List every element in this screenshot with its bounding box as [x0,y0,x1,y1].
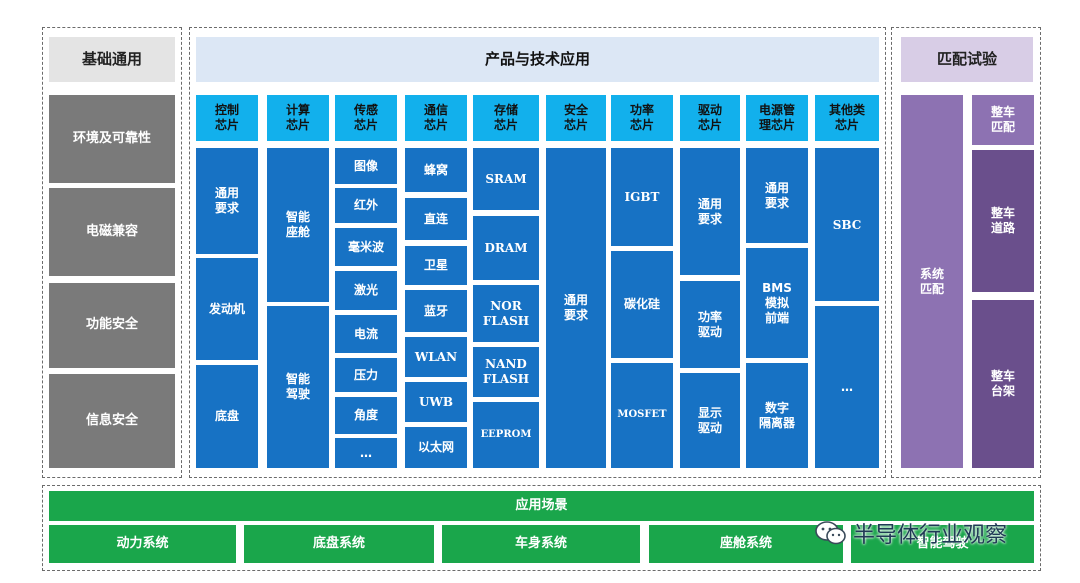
category-cell: DRAM [473,216,539,280]
system-matching: 系统 匹配 [901,95,963,468]
category-cell: 通用 要求 [196,148,258,254]
category-header: 驱动 芯片 [680,95,740,141]
category-cell: UWB [405,382,467,422]
category-cell: 智能 驾驶 [267,306,329,468]
basic-item-reliability: 环境及可靠性 [49,95,175,183]
scenario-adas: 智能驾驶 [851,525,1034,563]
matching-panel [891,27,1041,478]
category-cell: 蓝牙 [405,290,467,332]
category-cell: BMS 模拟 前端 [746,248,808,358]
category-cell: 毫米波 [335,228,397,266]
category-cell: 卫星 [405,246,467,285]
category-cell: SRAM [473,148,539,210]
category-header: 电源管 理芯片 [746,95,808,141]
category-header: 控制 芯片 [196,95,258,141]
category-cell: 碳化硅 [611,251,673,358]
category-cell: 电流 [335,315,397,353]
category-cell: 通用 要求 [680,148,740,275]
category-header: 安全 芯片 [546,95,606,141]
wechat-icon [815,521,846,545]
category-cell: 数字 隔离器 [746,363,808,468]
category-cell: 红外 [335,188,397,223]
vehicle-road: 整车 道路 [972,150,1034,292]
category-cell: IGBT [611,148,673,246]
category-cell: 显示 驱动 [680,373,740,468]
category-header: 通信 芯片 [405,95,467,141]
category-header: 功率 芯片 [611,95,673,141]
basic-item-emc: 电磁兼容 [49,188,175,276]
category-cell: EEPROM [473,402,539,468]
category-cell: 发动机 [196,258,258,360]
category-cell: 蜂窝 [405,148,467,192]
category-cell: 压力 [335,358,397,392]
category-cell: 以太网 [405,427,467,468]
category-cell: 功率 驱动 [680,281,740,368]
category-cell: WLAN [405,337,467,377]
vehicle-bench: 整车 台架 [972,300,1034,468]
scenario-powertrain: 动力系统 [49,525,236,563]
scenario-cockpit: 座舱系统 [649,525,843,563]
category-cell: 图像 [335,148,397,184]
category-cell: 角度 [335,397,397,434]
category-header: 计算 芯片 [267,95,329,141]
basic-title: 基础通用 [49,37,175,82]
scenario-panel [42,485,1041,571]
category-cell: 底盘 [196,365,258,468]
matching-title: 匹配试验 [901,37,1033,82]
category-cell: … [815,306,879,468]
basic-item-info-security: 信息安全 [49,374,175,468]
category-cell: 通用 要求 [746,148,808,243]
watermark: 半导体行业观察 [815,513,1007,553]
scenario-chassis: 底盘系统 [244,525,434,563]
category-cell: 直连 [405,198,467,240]
category-cell: MOSFET [611,363,673,468]
category-header: 其他类 芯片 [815,95,879,141]
scenario-body: 车身系统 [442,525,640,563]
category-cell: NAND FLASH [473,347,539,397]
category-cell: 通用 要求 [546,148,606,468]
category-cell: … [335,438,397,468]
basic-item-functional-safety: 功能安全 [49,283,175,368]
category-header: 存储 芯片 [473,95,539,141]
category-cell: NOR FLASH [473,285,539,342]
scenario-title: 应用场景 [49,491,1034,521]
category-cell: 智能 座舱 [267,148,329,302]
product-title: 产品与技术应用 [196,37,879,82]
category-header: 传感 芯片 [335,95,397,141]
basic-panel [42,27,182,478]
category-cell: 激光 [335,271,397,310]
product-panel [189,27,886,478]
vehicle-matching: 整车 匹配 [972,95,1034,145]
watermark-text: 半导体行业观察 [853,523,1008,548]
category-cell: SBC [815,148,879,301]
